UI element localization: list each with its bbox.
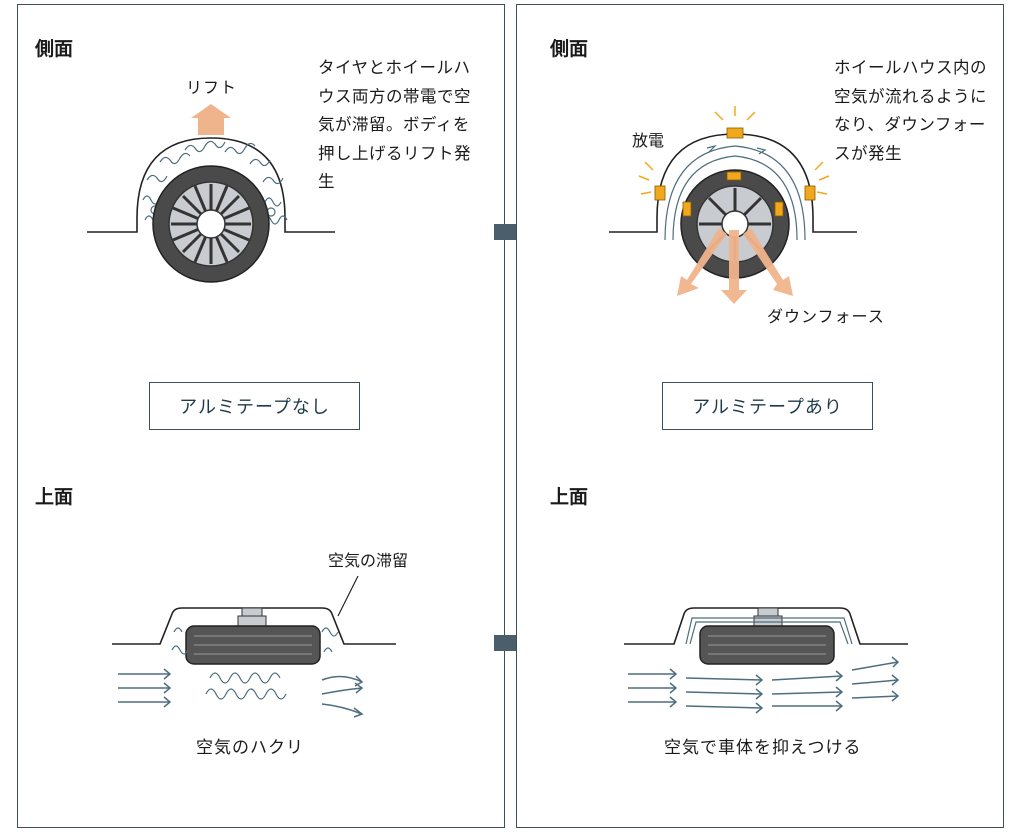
left-top-heading: 上面 xyxy=(35,486,74,508)
peeling-label: 空気のハクリ xyxy=(196,738,304,758)
spark-icon xyxy=(638,106,830,195)
left-top-view-diagram xyxy=(112,575,396,718)
discharge-label: 放電 xyxy=(632,131,665,150)
right-top-view-diagram xyxy=(624,607,908,714)
tire-icon xyxy=(152,165,270,283)
stagnation-label: 空気の滞留 xyxy=(328,551,409,570)
left-side-view-diagram xyxy=(87,104,335,283)
airflow-arrow-icon xyxy=(118,668,364,718)
pressing-label: 空気で車体を抑えつける xyxy=(664,738,862,758)
condition-label-without-tape: アルミテープなし xyxy=(149,382,360,430)
downforce-arrow-icon xyxy=(677,228,793,304)
lift-arrow-icon xyxy=(191,104,231,135)
left-side-callout: タイヤとホイールハウス両方の帯電で空気が滞留。ボディを押し上げるリフト発生 xyxy=(318,58,471,191)
right-top-heading: 上面 xyxy=(550,486,589,508)
right-side-view-diagram xyxy=(609,106,857,304)
aluminum-tape-icon xyxy=(654,127,816,201)
downforce-label: ダウンフォース xyxy=(767,307,885,326)
left-side-heading: 側面 xyxy=(35,38,74,60)
lift-label: リフト xyxy=(186,78,238,97)
swirl-icon xyxy=(171,627,339,700)
airflow-arrow-icon xyxy=(664,144,806,241)
condition-label-with-tape: アルミテープあり xyxy=(662,382,873,430)
right-side-heading: 側面 xyxy=(550,38,589,60)
right-side-callout: ホイールハウス内の空気が流れるようになり、ダウンフォースが発生 xyxy=(834,58,987,163)
airflow-arrow-icon xyxy=(685,617,853,645)
airflow-arrow-icon xyxy=(628,656,900,714)
